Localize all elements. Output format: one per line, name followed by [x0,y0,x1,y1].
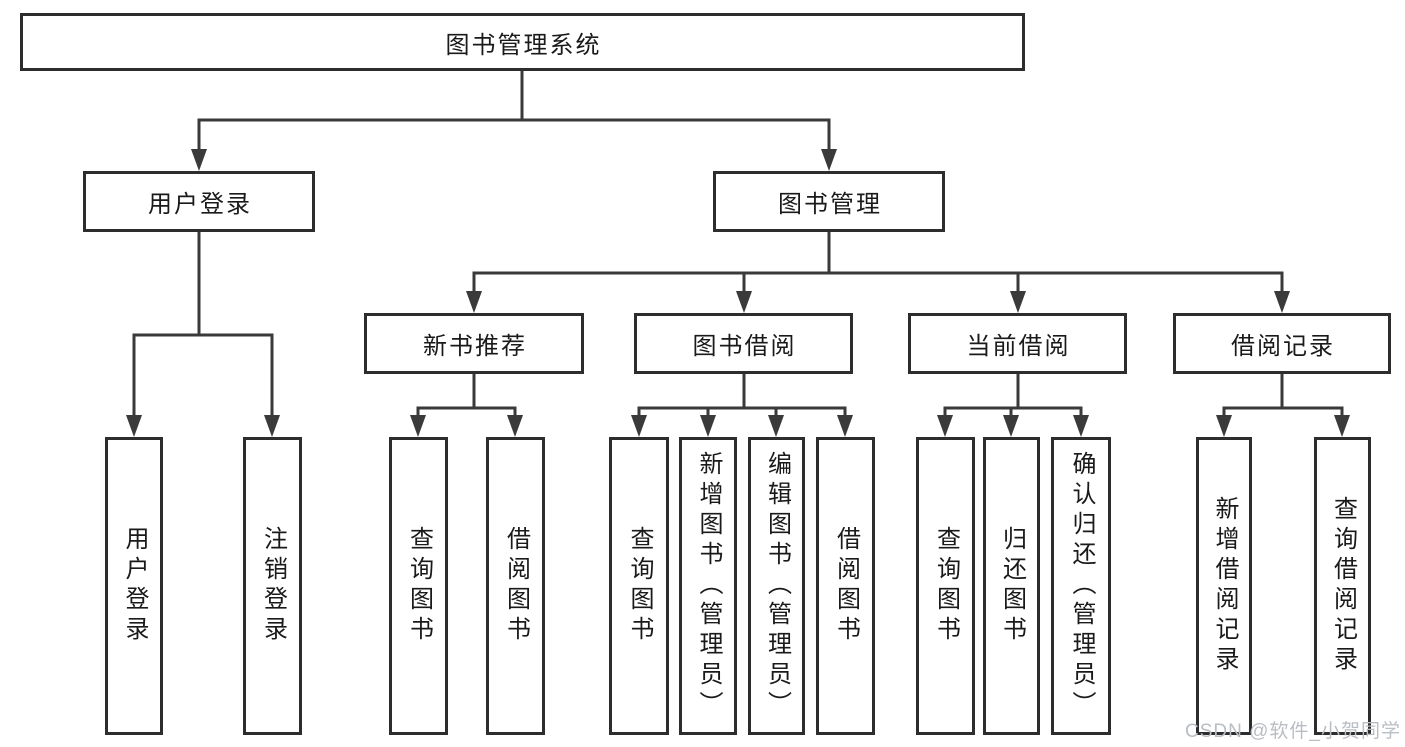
leaf-label: 确认归还（管理员） [1068,451,1095,721]
leaf-query-book-3: 查询图书 [916,437,975,735]
leaf-label: 借阅图书 [832,526,860,646]
leaf-label: 借阅图书 [502,526,530,646]
node-book-borrow-label: 图书借阅 [692,333,797,360]
leaf-label: 查询图书 [626,526,653,646]
node-new-book-recommend-label: 新书推荐 [423,333,527,360]
node-book-management-label: 图书管理 [778,191,882,218]
node-borrow-record: 借阅记录 [1173,313,1391,374]
leaf-label: 新增图书（管理员） [695,451,722,721]
leaf-add-borrow-record: 新增借阅记录 [1196,437,1252,735]
leaf-edit-book-admin: 编辑图书（管理员） [748,437,805,735]
node-user-login: 用户登录 [83,171,315,232]
leaf-query-book-2: 查询图书 [609,437,669,735]
leaf-return-book: 归还图书 [983,437,1040,735]
node-borrow-record-label: 借阅记录 [1231,333,1335,360]
node-root-label: 图书管理系统 [445,31,602,59]
leaf-confirm-return-admin: 确认归还（管理员） [1051,437,1111,735]
leaf-label: 查询借阅记录 [1329,496,1357,676]
csdn-watermark: CSDN @软件_小贺同学 [1185,721,1401,742]
leaf-add-book-admin: 新增图书（管理员） [679,437,737,735]
node-current-borrow-label: 当前借阅 [966,333,1071,360]
node-book-management: 图书管理 [713,171,945,232]
node-user-login-label: 用户登录 [148,191,252,218]
leaf-label: 查询图书 [932,526,960,646]
leaf-borrow-book-1: 借阅图书 [486,437,545,735]
leaf-query-book-1: 查询图书 [389,437,448,735]
leaf-label: 用户登录 [121,526,148,646]
leaf-borrow-book-2: 借阅图书 [816,437,875,735]
leaf-logout: 注销登录 [243,437,302,735]
node-current-borrow: 当前借阅 [908,313,1127,374]
leaf-label: 查询图书 [405,526,433,646]
leaf-user-login: 用户登录 [105,437,163,735]
leaf-label: 新增借阅记录 [1211,496,1238,676]
node-root: 图书管理系统 [20,13,1025,71]
leaf-label: 注销登录 [259,526,287,646]
node-new-book-recommend: 新书推荐 [364,313,584,374]
node-book-borrow: 图书借阅 [634,313,853,374]
leaf-label: 编辑图书（管理员） [763,451,791,721]
leaf-query-borrow-record: 查询借阅记录 [1314,437,1371,735]
leaf-label: 归还图书 [998,526,1026,646]
